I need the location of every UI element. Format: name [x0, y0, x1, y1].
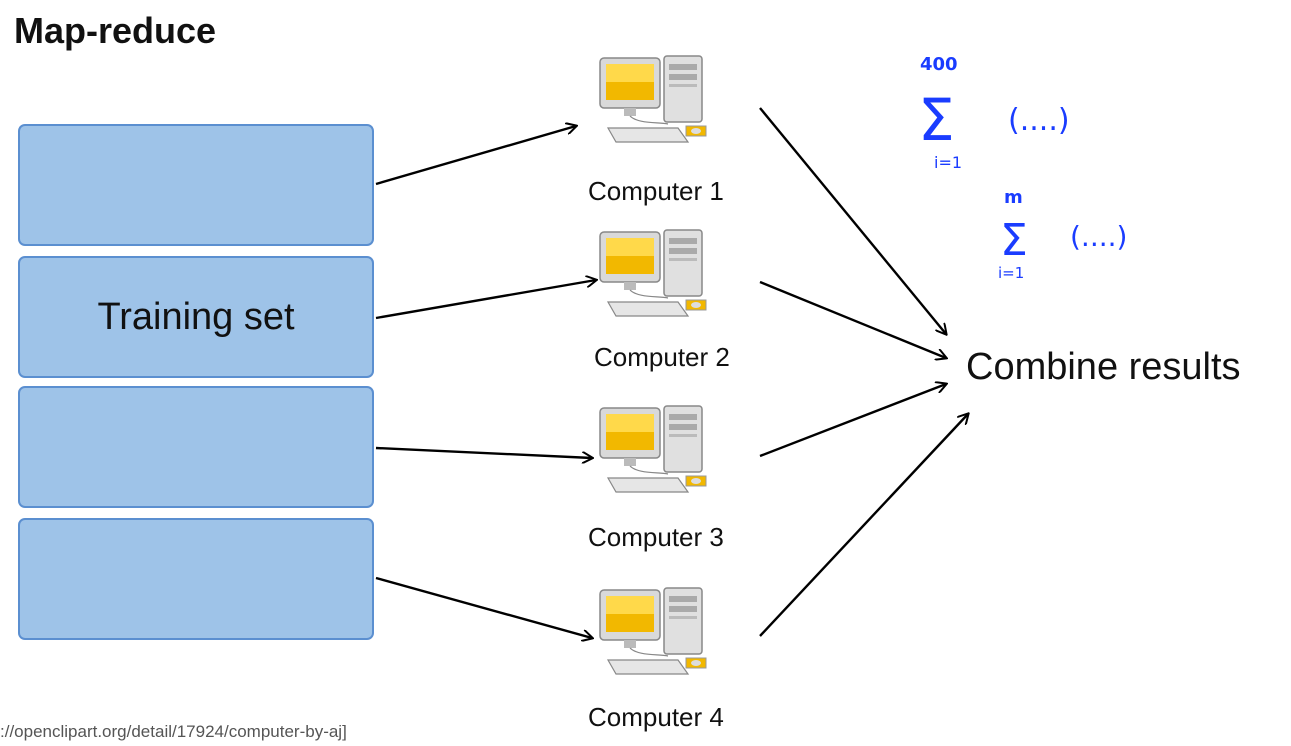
arrow-chunk1-to-computer1 [375, 126, 576, 186]
combine-results-label: Combine results [966, 346, 1241, 388]
computer-3-label: Computer 3 [588, 522, 724, 552]
computer-1-label: Computer 1 [588, 176, 724, 206]
arrow-computer4-to-combine [759, 414, 968, 637]
computer-3-icon [598, 404, 708, 500]
arrow-chunk4-to-computer4 [375, 576, 592, 638]
sum1-lower: i=1 [934, 153, 962, 172]
computer-1-icon [598, 54, 708, 150]
sum2-upper: m [1004, 187, 1023, 208]
computer-4-icon [598, 586, 708, 682]
arrow-chunk3-to-computer3 [375, 446, 592, 458]
computer-2-label: Computer 2 [594, 342, 730, 372]
sum1-term: (....) [1008, 103, 1070, 138]
handwritten-sum-m: m Σ (....) i=1 [998, 187, 1127, 282]
arrow-computer2-to-combine [759, 280, 946, 358]
handwritten-sum-400: 400 Σ (....) i=1 [918, 54, 1070, 172]
sum1-sigma: Σ [918, 86, 955, 154]
sum2-lower: i=1 [998, 264, 1024, 282]
slide-title: Map-reduce [14, 10, 217, 51]
arrow-computer3-to-combine [759, 384, 946, 458]
sum2-term: (....) [1070, 220, 1127, 253]
training-set-label: Training set [97, 296, 295, 338]
arrow-chunk2-to-computer2 [375, 280, 596, 320]
computer-4-label: Computer 4 [588, 702, 724, 732]
data-chunk-3 [18, 386, 374, 508]
data-chunk-4 [18, 518, 374, 640]
data-chunk-2 [18, 256, 374, 378]
sum2-sigma: Σ [1000, 215, 1028, 266]
arrow-computer1-to-combine [759, 107, 946, 334]
image-source-credit: ://openclipart.org/detail/17924/computer… [0, 722, 347, 741]
data-chunk-1 [18, 124, 374, 246]
computer-2-icon [598, 228, 708, 324]
sum1-upper: 400 [920, 54, 958, 75]
